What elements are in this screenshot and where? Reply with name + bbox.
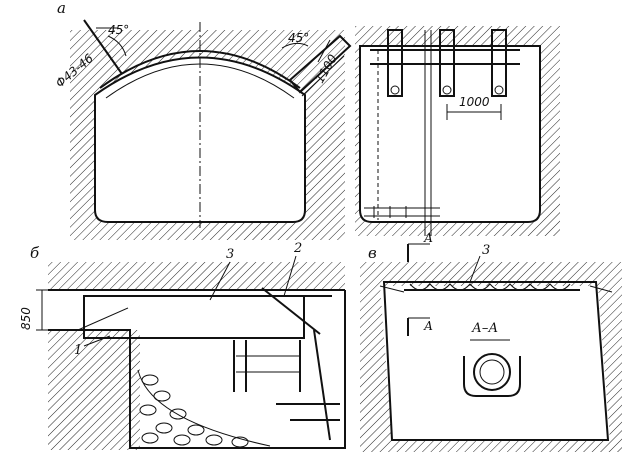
panel-b-section [36, 255, 346, 450]
anchor-bolt-left [83, 19, 123, 75]
panel-a-left-section [70, 19, 352, 240]
support-brackets [370, 29, 520, 97]
angle-left-label: 45° [108, 23, 129, 37]
section-mark-top: А [423, 231, 433, 245]
angle-right-label: 45° [288, 31, 309, 45]
callout-2: 2 [293, 241, 302, 256]
panel-label-b: б [30, 244, 40, 262]
section-detail [463, 339, 521, 397]
panel-label-v: в [368, 244, 377, 262]
callout-3-v: 3 [482, 243, 490, 258]
spacing-label: 1000 [459, 95, 490, 109]
callout-1: 1 [74, 343, 82, 358]
anchor-bolt-right [288, 34, 352, 94]
ladder-base [364, 206, 440, 218]
timber-frame [233, 287, 340, 441]
callout-3: 3 [226, 247, 234, 262]
height-label: 850 [19, 307, 33, 330]
section-mark-bottom: А [423, 319, 433, 333]
section-title: А–А [471, 321, 498, 336]
panel-v-section [360, 243, 622, 452]
panel-a-right-section [355, 26, 560, 236]
rock-pile [137, 369, 271, 448]
deck-bars [83, 295, 305, 339]
panel-label-a: а [57, 0, 66, 17]
